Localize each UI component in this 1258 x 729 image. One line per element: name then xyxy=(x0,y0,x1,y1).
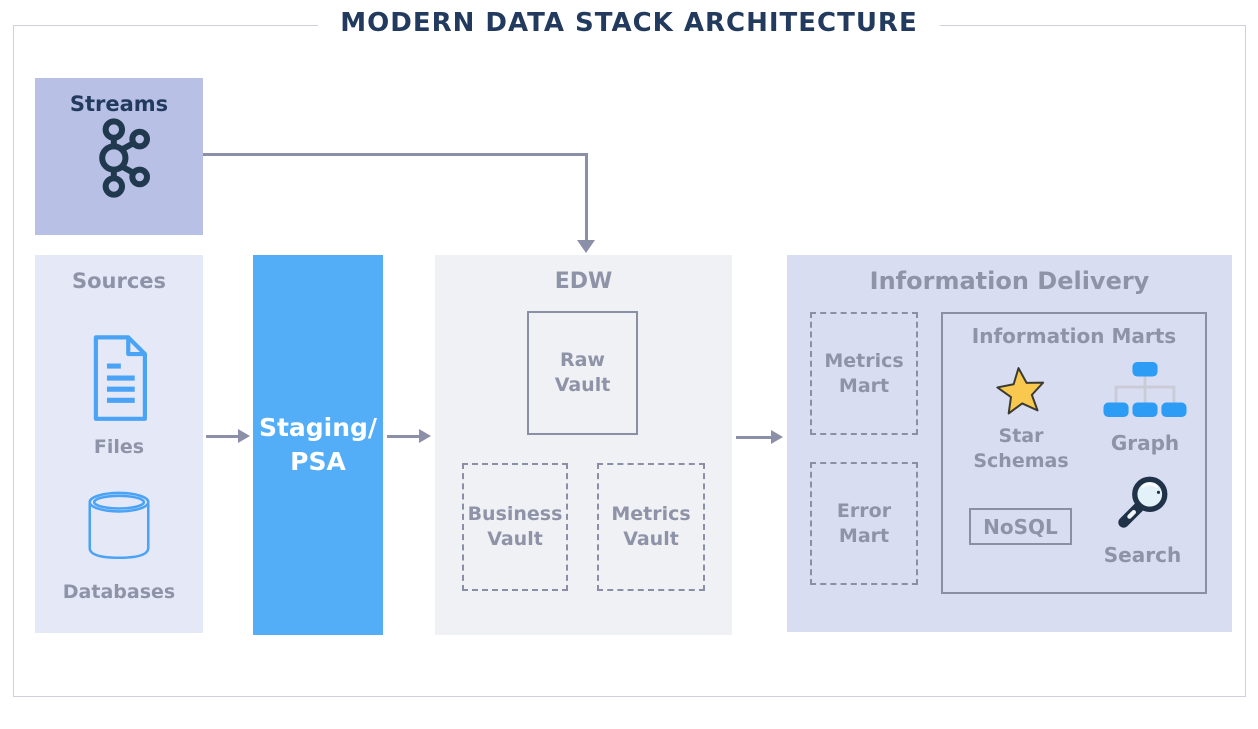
files-label: Files xyxy=(93,436,145,458)
information-marts-box: Information Marts Star Schemas xyxy=(941,312,1207,594)
sources-label: Sources xyxy=(71,269,167,293)
business-vault-label: Business Vault xyxy=(467,503,563,550)
streams-to-edw-arrow-horizontal xyxy=(203,153,588,156)
search-magnifier-icon xyxy=(1113,472,1173,538)
search-label: Search xyxy=(1103,543,1182,567)
page-title: MODERN DATA STACK ARCHITECTURE xyxy=(0,8,1258,38)
information-delivery-label: Information Delivery xyxy=(869,267,1150,295)
streams-to-edw-arrowhead xyxy=(577,240,595,253)
kafka-icon xyxy=(88,118,151,202)
metrics-vault-box: Metrics Vault xyxy=(597,463,705,591)
streams-to-edw-arrow-vertical xyxy=(585,153,588,241)
graph-item: Graph xyxy=(1091,362,1199,456)
star-schemas-item: Star Schemas xyxy=(960,366,1082,473)
streams-label: Streams xyxy=(69,92,169,116)
error-mart-label: Error Mart xyxy=(836,499,892,547)
sources-to-staging-arrowhead xyxy=(238,429,250,443)
star-icon xyxy=(993,364,1048,421)
nosql-box: NoSQL xyxy=(969,508,1072,545)
metrics-mart-label: Metrics Mart xyxy=(824,349,904,397)
streams-box: Streams xyxy=(35,78,203,235)
database-cylinder-icon xyxy=(80,486,158,574)
information-marts-label: Information Marts xyxy=(971,324,1177,348)
file-document-icon xyxy=(82,331,156,431)
search-item: Search xyxy=(1095,472,1190,568)
metrics-vault-label: Metrics Vault xyxy=(611,503,691,550)
edw-box: EDW Raw Vault Business Vault Metrics Vau… xyxy=(435,255,732,635)
information-delivery-box: Information Delivery Metrics Mart Error … xyxy=(787,255,1232,632)
error-mart-box: Error Mart xyxy=(810,462,918,585)
sources-to-staging-arrow xyxy=(206,435,239,438)
metrics-mart-box: Metrics Mart xyxy=(810,312,918,435)
sources-box: Sources Files Databases xyxy=(35,255,203,633)
edw-to-delivery-arrowhead xyxy=(771,430,783,444)
staging-to-edw-arrow xyxy=(387,435,420,438)
graph-tree-icon xyxy=(1103,362,1187,422)
staging-to-edw-arrowhead xyxy=(419,429,431,443)
raw-vault-label: Raw Vault xyxy=(554,349,611,396)
business-vault-box: Business Vault xyxy=(462,463,568,591)
graph-label: Graph xyxy=(1110,431,1180,455)
edw-to-delivery-arrow xyxy=(736,436,772,439)
databases-label: Databases xyxy=(62,580,176,603)
edw-label: EDW xyxy=(554,269,613,294)
staging-psa-box: Staging/ PSA xyxy=(253,255,383,635)
raw-vault-box: Raw Vault xyxy=(527,311,638,435)
star-schemas-label: Star Schemas xyxy=(973,425,1069,472)
nosql-label: NoSQL xyxy=(983,514,1058,539)
staging-psa-label: Staging/ PSA xyxy=(258,413,378,476)
